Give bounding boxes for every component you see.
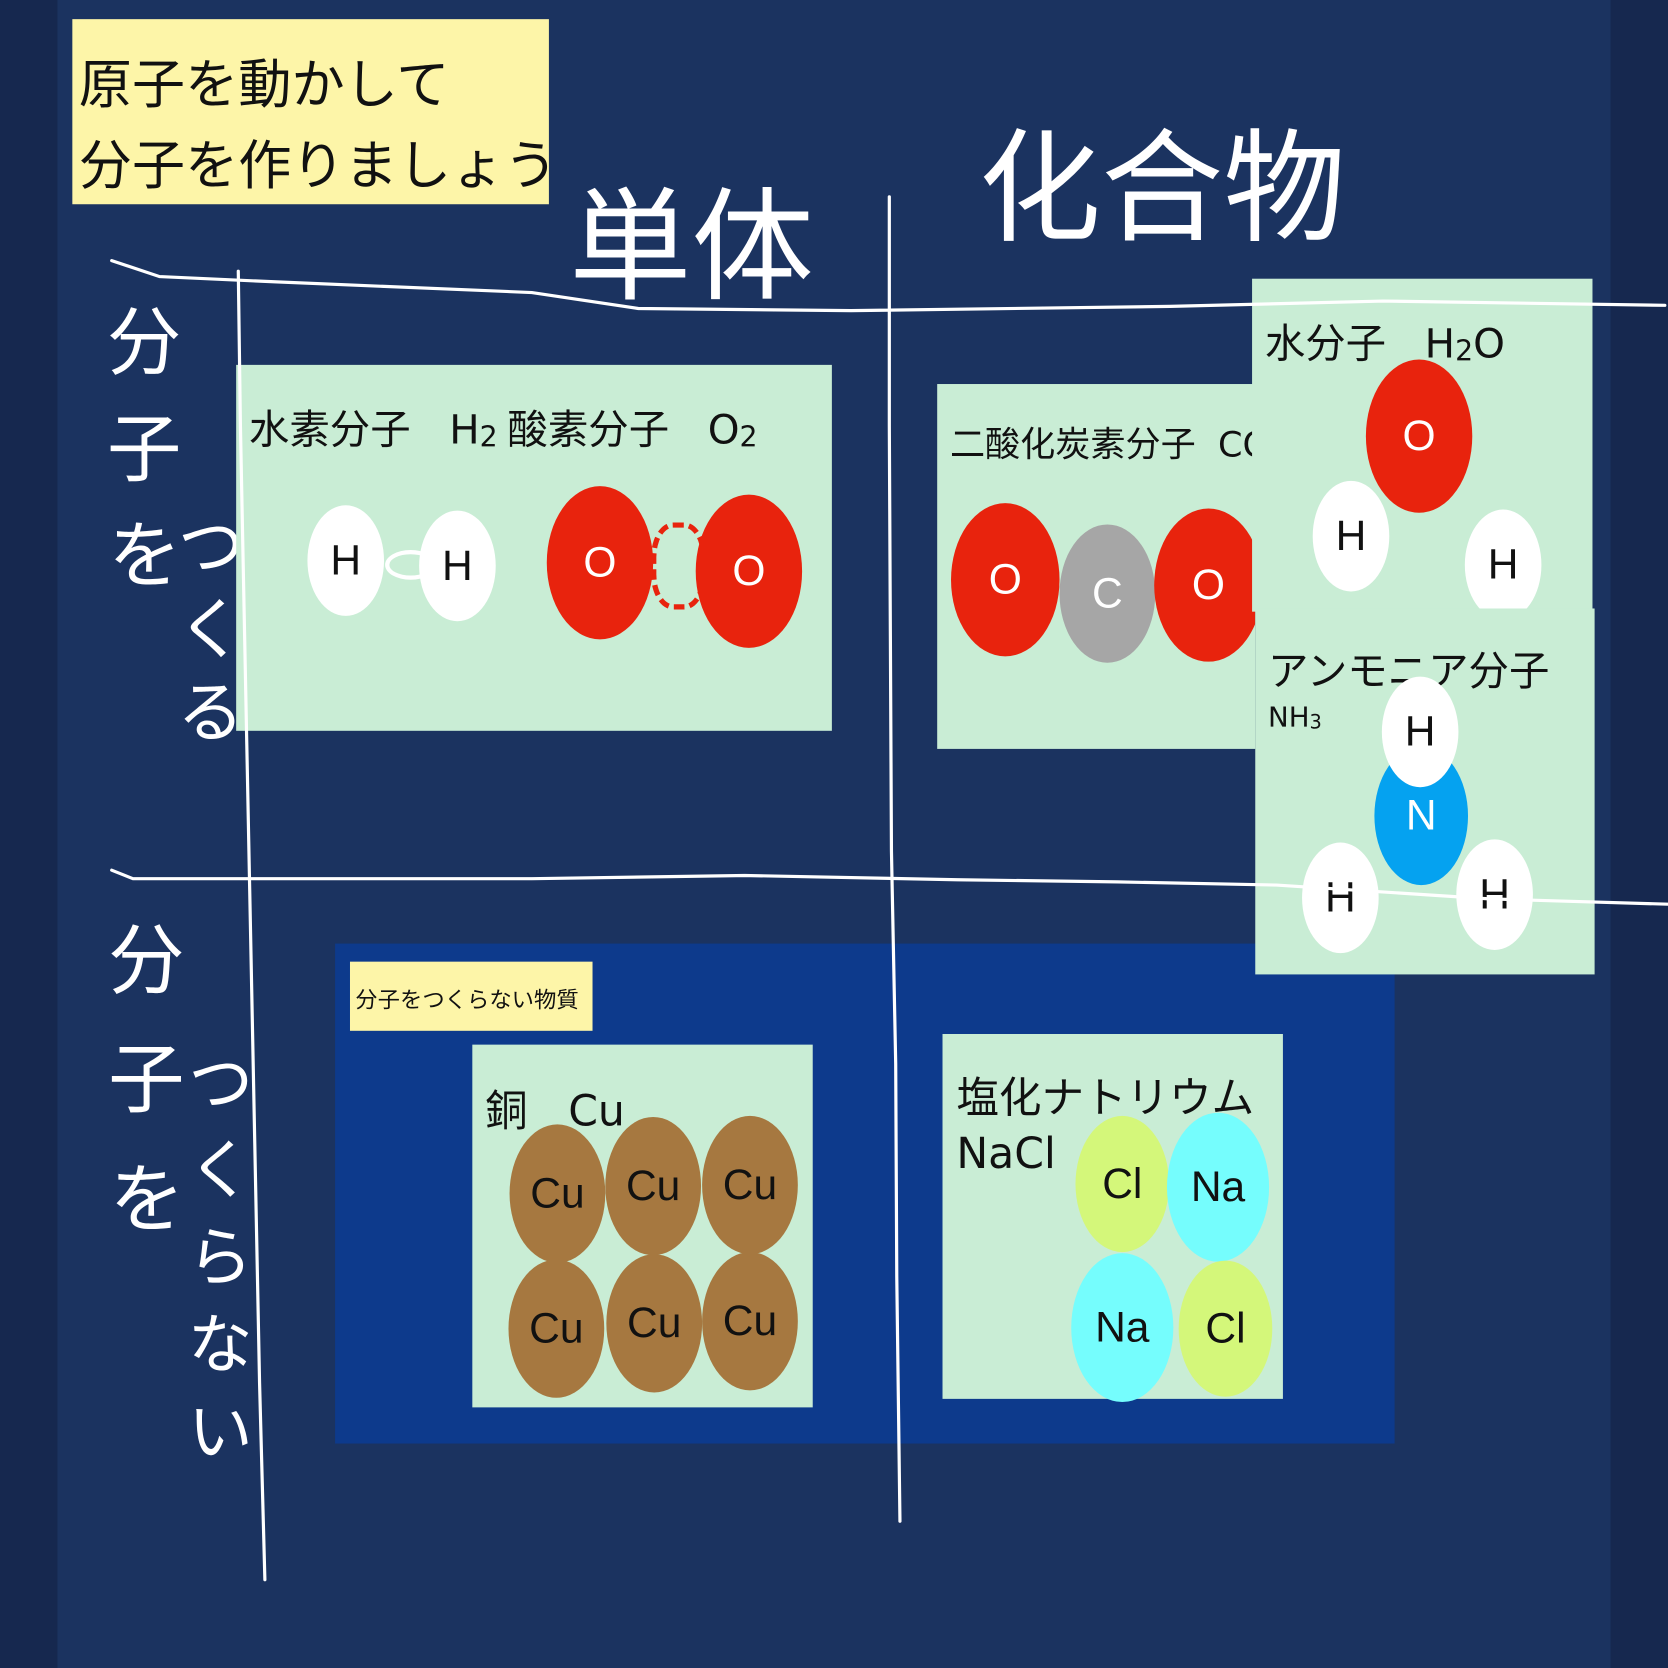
title-box: 原子を動かして 分子を作りましょう xyxy=(72,19,557,205)
copper-atom[interactable]: Cu xyxy=(509,1124,606,1263)
carbon-atom[interactable]: C xyxy=(1059,524,1156,663)
copper-name: 銅 xyxy=(485,1087,528,1137)
header-compounds: 化合物 xyxy=(978,118,1346,261)
oxygen-atom[interactable]: O xyxy=(695,494,803,648)
oxygen-sub: 2 xyxy=(739,420,758,454)
title-line-1: 原子を動かして xyxy=(78,54,450,116)
co2-label: 二酸化炭素分子 CO2 xyxy=(950,416,1255,467)
hydrogen-atom[interactable]: H xyxy=(1456,839,1533,950)
nacl-formula: NaCl xyxy=(956,1129,1056,1179)
sodium-atom[interactable]: Na xyxy=(1071,1253,1174,1403)
water-formula-h: H xyxy=(1424,320,1456,368)
co2-formula: CO xyxy=(1218,423,1255,465)
hydrogen-atom[interactable]: H xyxy=(1381,676,1459,788)
water-formula-o: O xyxy=(1473,320,1505,368)
hydrogen-atom[interactable]: H xyxy=(1464,509,1542,621)
non-molecular-label: 分子をつくらない物質 xyxy=(355,987,579,1013)
copper-formula: Cu xyxy=(568,1087,625,1137)
copper-panel: 銅 Cu Cu Cu Cu Cu Cu Cu xyxy=(472,1044,813,1408)
row-label-nonmolecular-1: 分子を xyxy=(94,920,185,1278)
water-sub: 2 xyxy=(1455,334,1474,368)
copper-label: 銅 Cu xyxy=(485,1077,625,1139)
oxygen-label: 酸素分子 O2 xyxy=(507,397,757,456)
left-vertical-line xyxy=(236,269,267,1582)
top-horizontal-line xyxy=(110,259,1667,313)
row-label-nonmolecular-2: つくらない xyxy=(175,1047,254,1484)
chlorine-atom[interactable]: Cl xyxy=(1178,1260,1273,1397)
sodium-atom[interactable]: Na xyxy=(1166,1112,1270,1262)
hydrogen-formula: H xyxy=(449,406,480,454)
nacl-panel: 塩化ナトリウム NaCl Cl Na Na Cl xyxy=(942,1033,1283,1403)
row-label-molecular-2: つくる xyxy=(164,510,244,760)
hydrogen-sub: 2 xyxy=(479,420,498,454)
hydrogen-atom[interactable]: H xyxy=(1302,842,1379,954)
co2-name: 二酸化炭素分子 xyxy=(949,423,1196,465)
hydrogen-label: 水素分子 H2 xyxy=(249,397,498,456)
left-margin xyxy=(0,0,58,1668)
non-molecular-label-box: 分子をつくらない物質 xyxy=(349,961,593,1031)
water-panel: 水分子 H2O O H H xyxy=(1252,278,1593,621)
water-label: 水分子 H2O xyxy=(1265,311,1505,370)
co2-panel: 二酸化炭素分子 CO2 C O O xyxy=(937,384,1256,749)
oxygen-atom[interactable]: O xyxy=(1365,359,1473,513)
right-margin xyxy=(1610,0,1668,1668)
copper-atom[interactable]: Cu xyxy=(702,1252,798,1391)
copper-atom[interactable]: Cu xyxy=(702,1115,798,1255)
row-label-molecular-1: 分子を xyxy=(94,303,182,623)
hydrogen-atom[interactable]: H xyxy=(419,510,496,622)
oxygen-atom[interactable]: O xyxy=(951,503,1060,657)
hydrogen-name: 水素分子 xyxy=(248,406,411,454)
header-elements: 単体 xyxy=(569,176,814,320)
water-name: 水分子 xyxy=(1264,320,1387,368)
ammonia-formula-wrap: NH3 xyxy=(1268,702,1322,734)
hydrogen-atom[interactable]: H xyxy=(1312,480,1390,592)
chlorine-atom[interactable]: Cl xyxy=(1075,1115,1170,1253)
ammonia-panel: アンモニア分子 NH3 N H H H xyxy=(1255,608,1595,975)
center-vertical-line xyxy=(887,195,902,1523)
hydrogen-atom[interactable]: H xyxy=(307,505,385,616)
ammonia-sub: 3 xyxy=(1309,711,1322,734)
oxygen-name: 酸素分子 xyxy=(507,406,670,454)
oxygen-atom[interactable]: O xyxy=(1154,508,1256,662)
middle-horizontal-line xyxy=(110,868,1668,906)
element-molecules-panel: 水素分子 H2 酸素分子 O2 H H O O xyxy=(236,364,832,731)
copper-atom[interactable]: Cu xyxy=(605,1116,702,1256)
oxygen-atom[interactable]: O xyxy=(546,486,654,640)
title-line-2: 分子を作りましょう xyxy=(78,135,558,197)
copper-atom[interactable]: Cu xyxy=(508,1259,605,1398)
oxygen-formula: O xyxy=(707,406,740,454)
ammonia-formula: NH xyxy=(1268,702,1310,735)
copper-atom[interactable]: Cu xyxy=(606,1254,703,1393)
